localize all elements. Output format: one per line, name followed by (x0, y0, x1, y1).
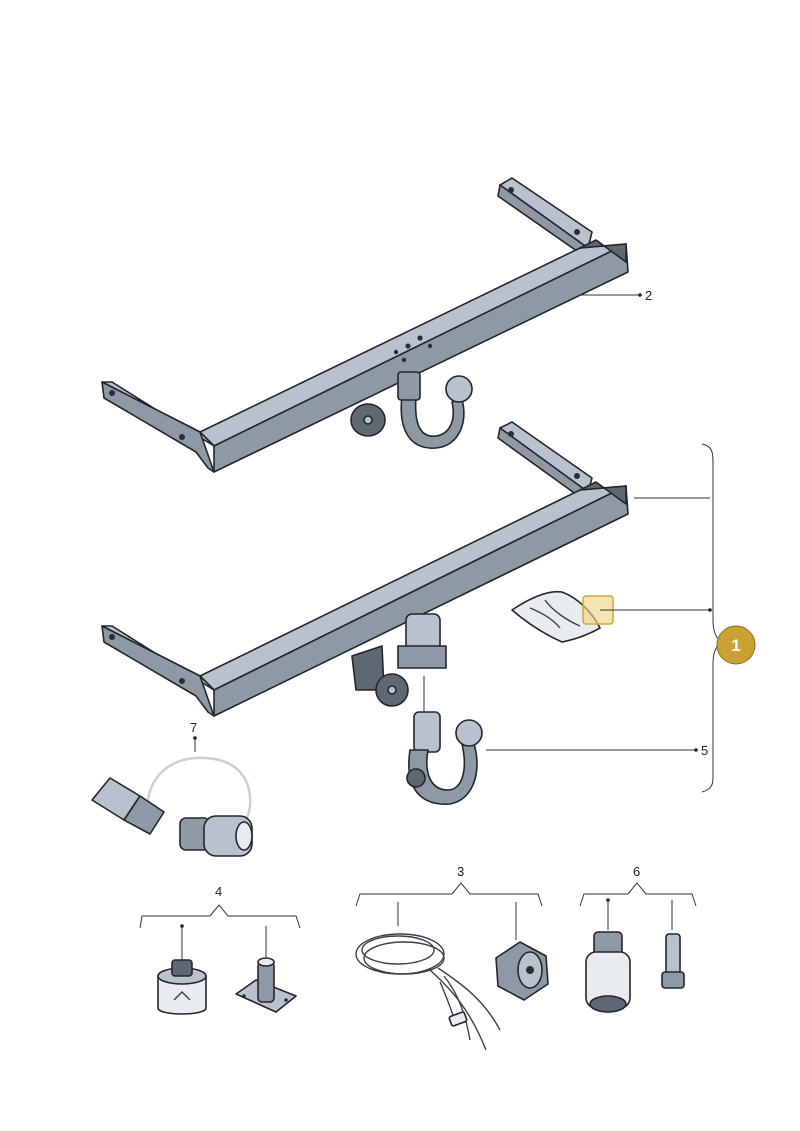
callout-4: 4 (215, 884, 222, 899)
callout-7: 7 (190, 720, 197, 735)
adapter-cable-icon[interactable] (91, 756, 253, 857)
fitting-kit-bag-icon[interactable] (511, 590, 614, 643)
socket-connector-icon[interactable] (495, 941, 549, 1001)
towbar-assembly-icon[interactable] (101, 421, 629, 717)
bolt-icon[interactable] (661, 933, 685, 989)
detachable-ball-neck-icon[interactable] (406, 676, 483, 805)
callout-6: 6 (633, 864, 640, 879)
plug-connector-icon[interactable] (585, 931, 631, 1013)
callout-3: 3 (457, 864, 464, 879)
callout-5: 5 (701, 743, 708, 758)
mounting-bolt-plate-icon[interactable] (235, 957, 297, 1013)
socket-housing-icon[interactable] (157, 959, 207, 1015)
callout-2: 2 (645, 288, 652, 303)
callout-1: 1 (731, 636, 740, 655)
wiring-harness-icon[interactable] (355, 933, 501, 1051)
towbar-crossmember-with-ball-icon[interactable] (101, 177, 629, 473)
